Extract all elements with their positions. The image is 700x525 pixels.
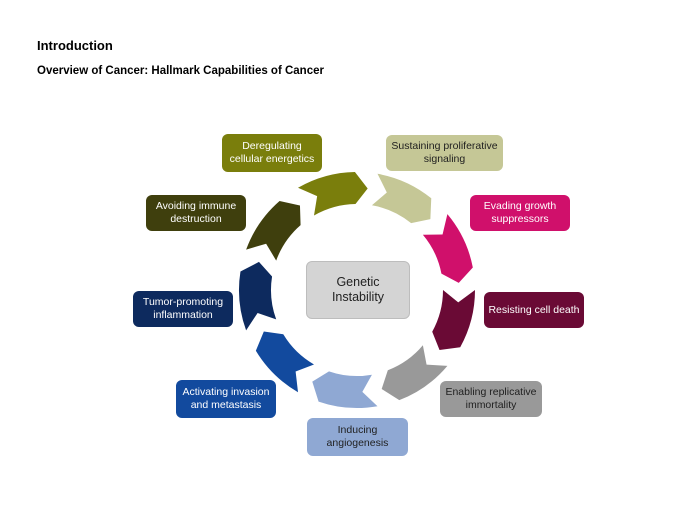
hallmark-label: Evading growth suppressors	[483, 200, 557, 225]
hallmark-label-box: Evading growth suppressors	[470, 195, 570, 231]
hallmark-label-box: Avoiding immune destruction	[146, 195, 246, 231]
hallmark-label: Tumor-promoting inflammation	[142, 296, 224, 321]
page-title: Introduction	[37, 38, 113, 53]
hallmark-label-box: Sustaining proliferative signaling	[386, 135, 503, 171]
ring-segment	[422, 214, 473, 283]
hallmark-label-box: Tumor-promoting inflammation	[133, 291, 233, 327]
page-subtitle: Overview of Cancer: Hallmark Capabilitie…	[37, 65, 324, 77]
hallmark-label-box: Enabling replicative immortality	[440, 381, 542, 417]
ring-segment	[246, 200, 301, 261]
hallmark-label: Avoiding immune destruction	[155, 200, 237, 225]
hallmark-label: Enabling replicative immortality	[445, 386, 537, 411]
center-genetic-instability: Genetic Instability	[306, 261, 410, 319]
ring-segment	[298, 172, 368, 216]
ring-segment	[239, 261, 277, 331]
hallmark-label-box: Resisting cell death	[484, 292, 584, 328]
ring-segment	[381, 345, 448, 401]
hallmark-label: Resisting cell death	[488, 303, 580, 316]
hallmark-label: Activating invasion and metastasis	[182, 386, 270, 411]
center-label: Genetic Instability	[331, 275, 385, 304]
ring-segment	[432, 290, 475, 350]
hallmark-label-box: Inducing angiogenesis	[307, 418, 408, 456]
ring-segment	[312, 371, 378, 408]
hallmark-label: Sustaining proliferative signaling	[391, 140, 498, 165]
hallmark-label-box: Activating invasion and metastasis	[176, 380, 276, 418]
ring-segment	[371, 173, 432, 224]
hallmark-label-box: Deregulating cellular energetics	[222, 134, 322, 172]
ring-segment	[255, 331, 314, 393]
hallmark-label: Inducing angiogenesis	[326, 424, 389, 449]
hallmark-label: Deregulating cellular energetics	[229, 140, 315, 165]
